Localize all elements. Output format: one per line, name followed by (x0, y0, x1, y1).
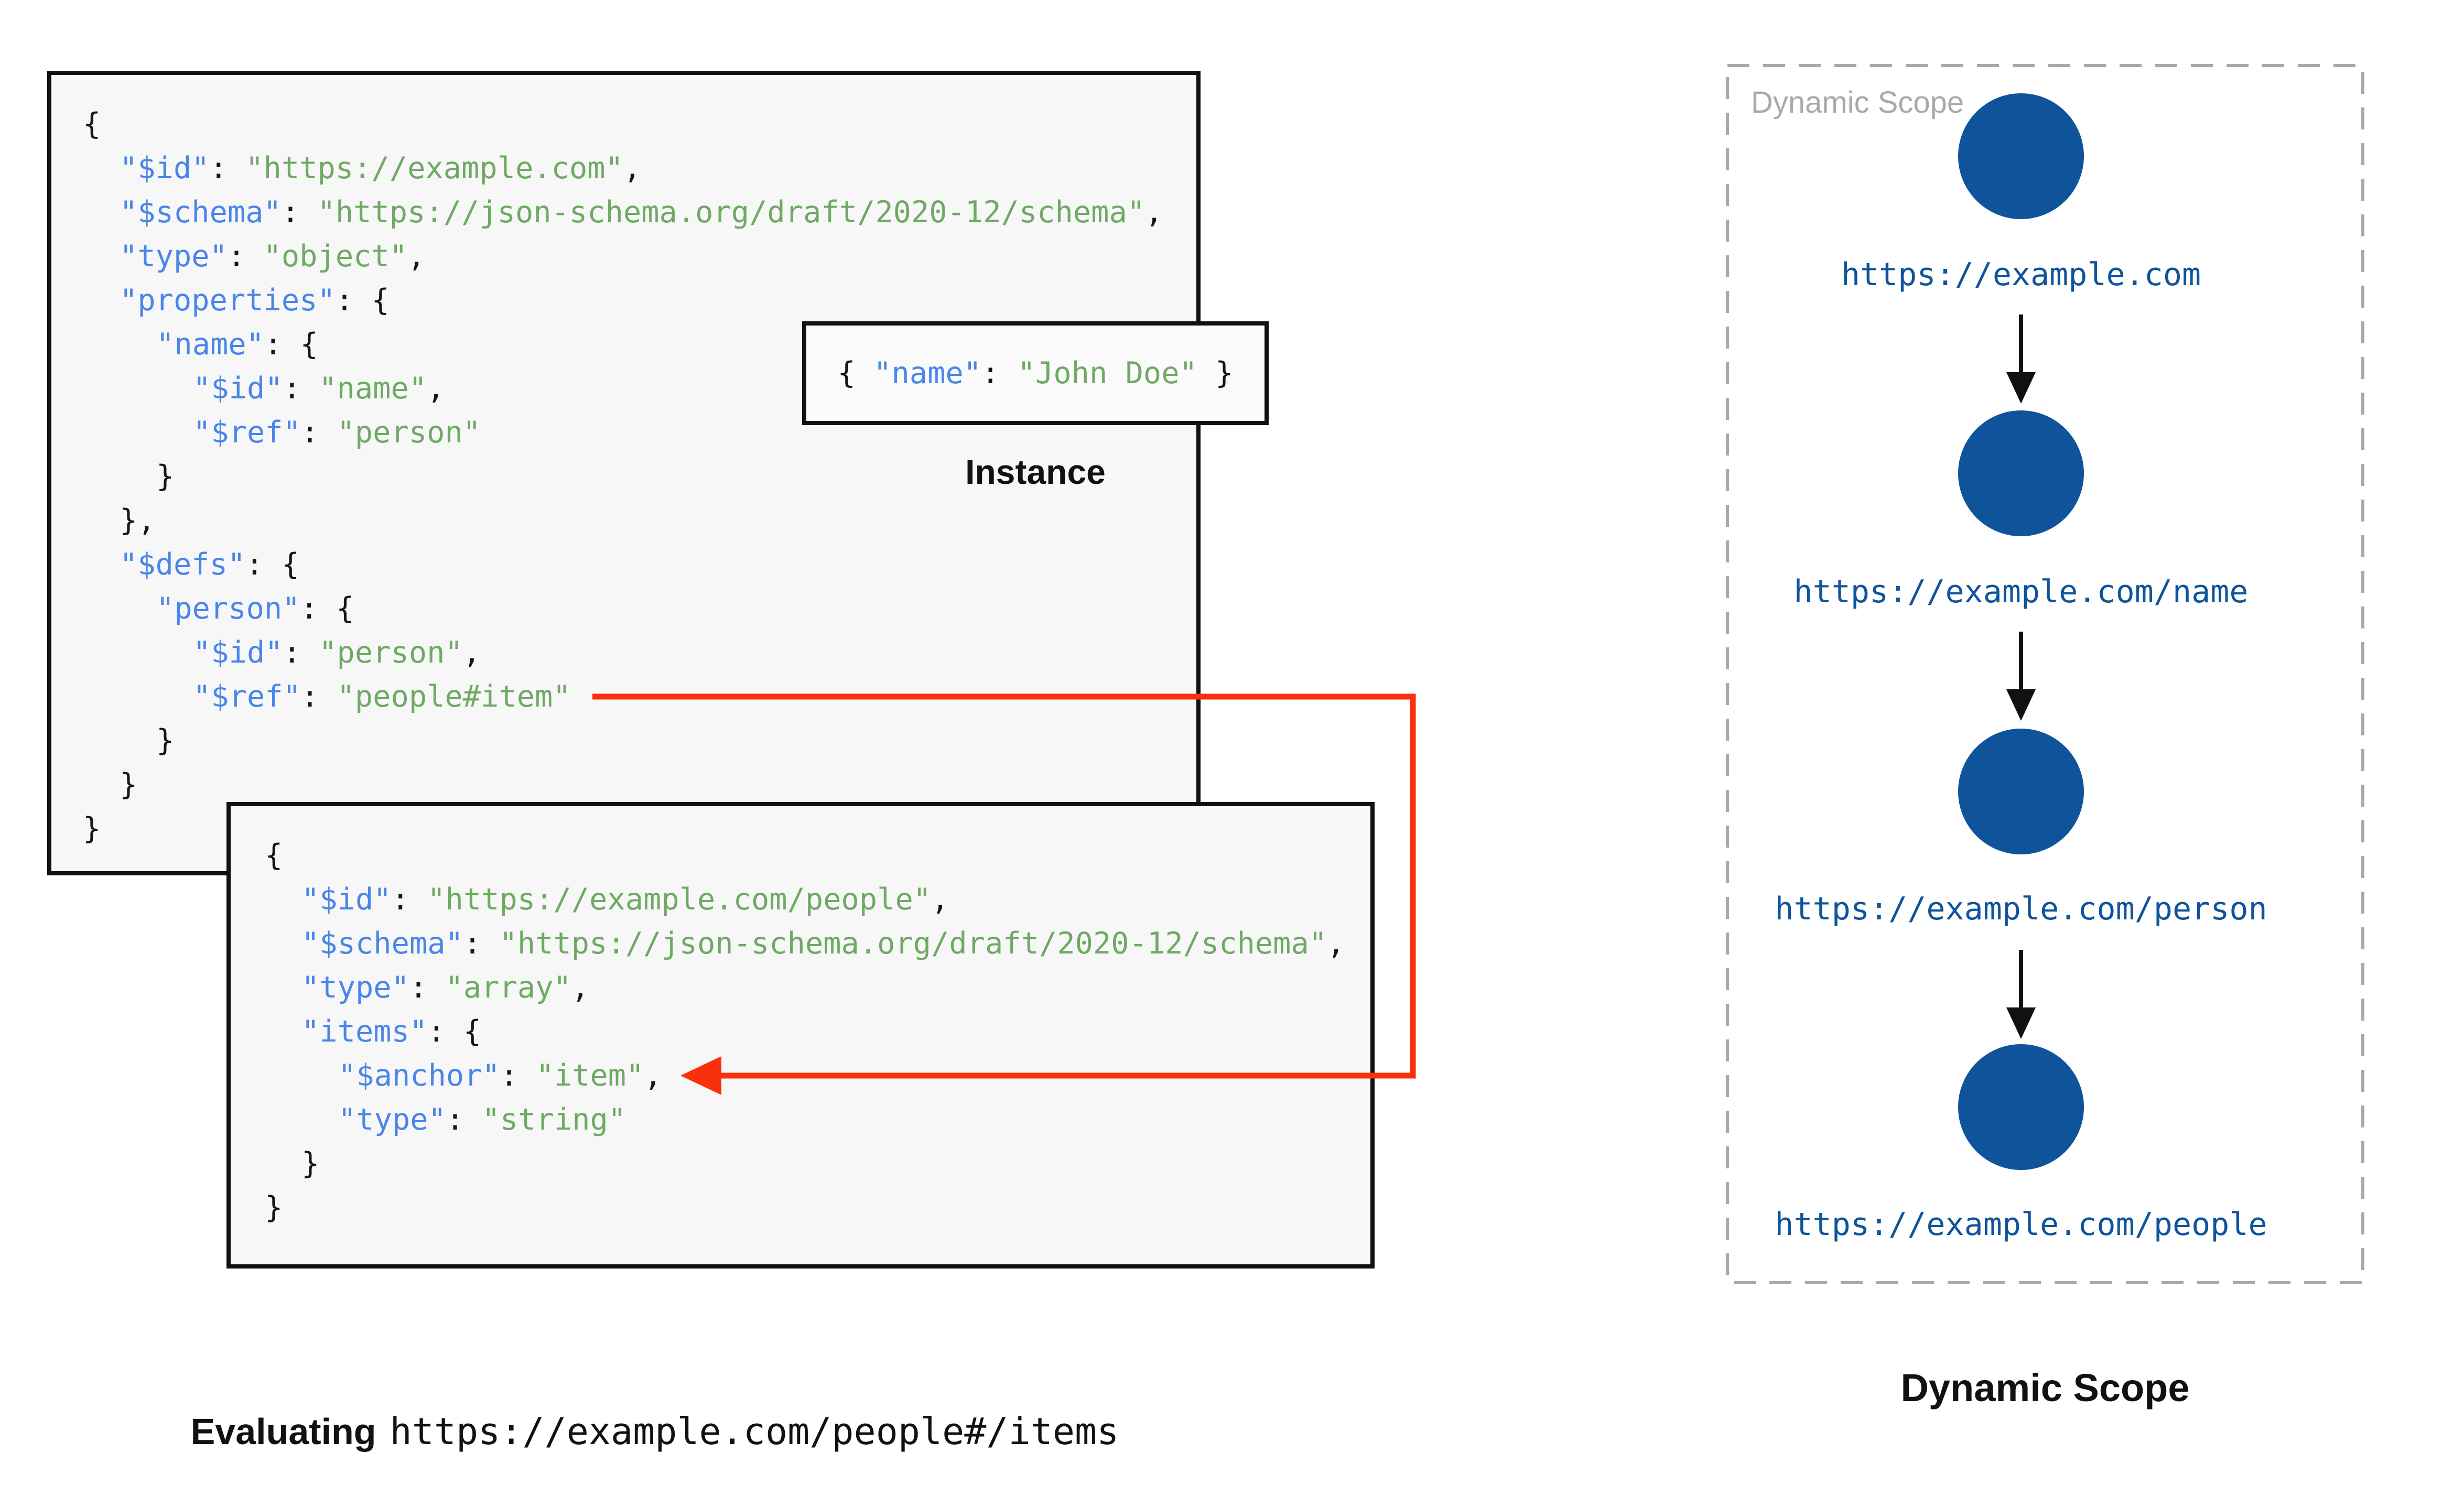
dynamic-scope-caption: Dynamic Scope (1900, 1366, 2190, 1410)
scope-node-circle (1958, 93, 2084, 219)
scope-node-url: https://example.com/person (1775, 891, 2267, 927)
scope-node-url: https://example.com/name (1793, 573, 2249, 610)
scope-node-url: https://example.com (1841, 256, 2201, 293)
dynamic-scope-watermark: Dynamic Scope (1751, 85, 1964, 120)
scope-node-url: https://example.com/people (1775, 1206, 2267, 1243)
instance-box: { "name": "John Doe" } (802, 321, 1269, 425)
scope-node-circle (1958, 410, 2084, 536)
diagram-canvas: {"$id": "https://example.com","$schema":… (47, 64, 2364, 1453)
people-schema-box: {"$id": "https://example.com/people","$s… (226, 802, 1375, 1269)
scope-node-circle (1958, 729, 2084, 854)
evaluating-prefix: Evaluating (190, 1411, 376, 1452)
instance-label: Instance (965, 452, 1106, 491)
dynamic-scope-panel: Dynamic Scope https://example.com https:… (1726, 64, 2364, 1284)
evaluating-label: Evaluating https://example.com/people#/it… (102, 1367, 1119, 1496)
evaluating-uri: https://example.com/people#/items (390, 1410, 1119, 1453)
scope-node-circle (1958, 1044, 2084, 1170)
